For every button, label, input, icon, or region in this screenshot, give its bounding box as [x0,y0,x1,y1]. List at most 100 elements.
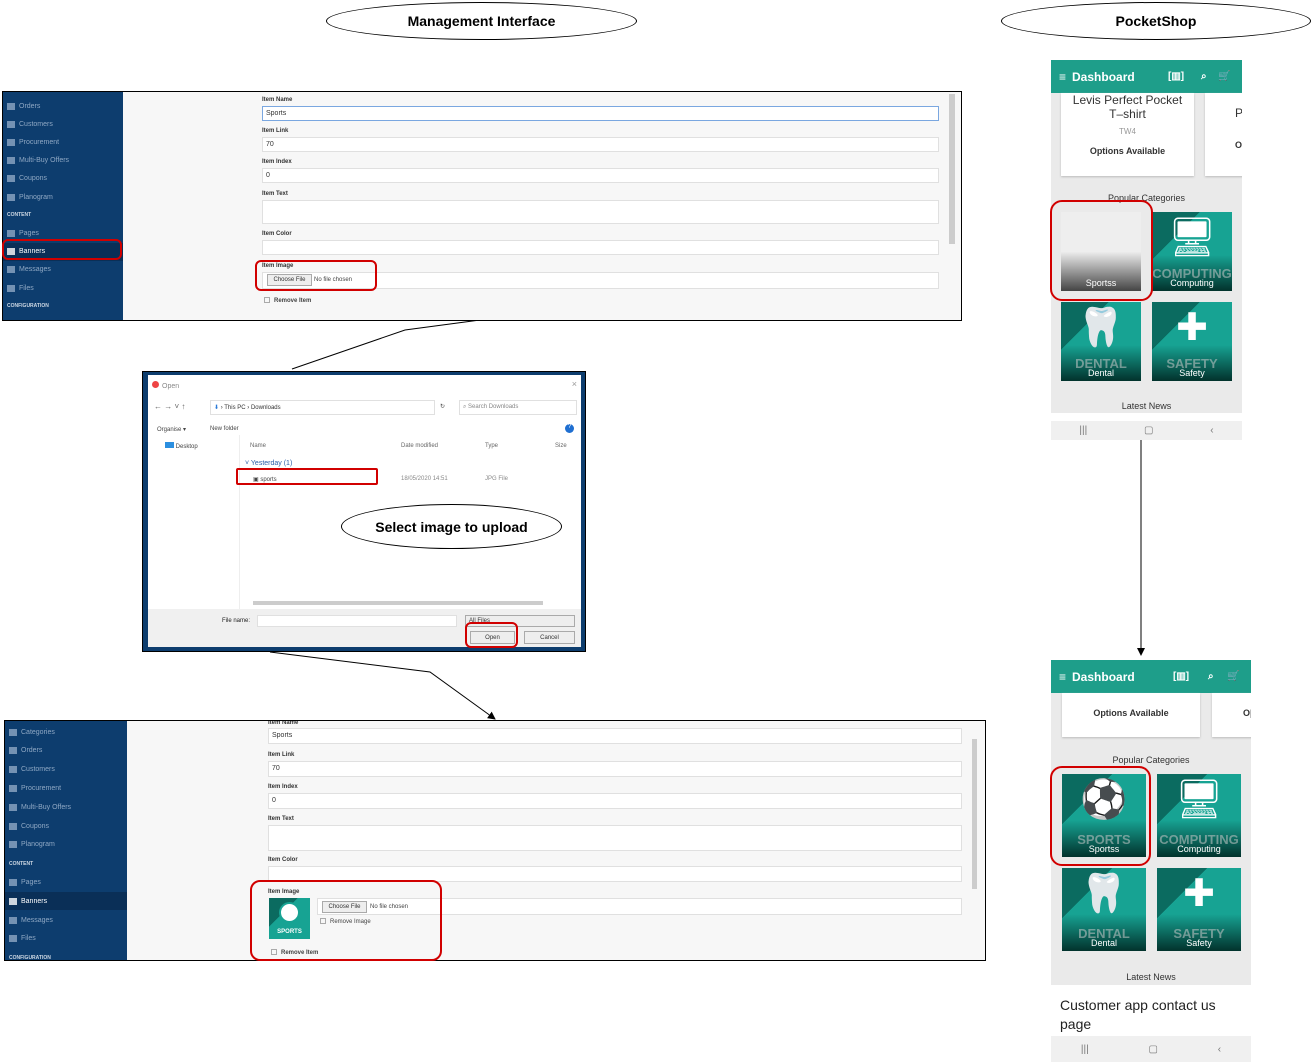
new-folder-button[interactable]: New folder [210,426,239,432]
home-button[interactable]: ▢ [1148,1043,1158,1055]
item-color-input[interactable] [268,866,962,882]
scrollbar[interactable] [972,739,977,889]
open-button[interactable]: Open [470,631,515,644]
tile-label: Computing [1170,278,1214,288]
tile-watermark-word: COMPUTING [1159,832,1239,847]
column-size[interactable]: Size [555,443,567,449]
sidebar-item-messages[interactable]: Messages [3,261,123,279]
scrollbar[interactable] [949,94,955,244]
sidebar-item-categories[interactable]: Categories [5,723,127,741]
tile-label: Dental [1090,938,1117,948]
cancel-button[interactable]: Cancel [524,631,575,644]
search-downloads[interactable]: ⌕ Search Downloads [459,400,577,415]
product-card-peek[interactable]: O| [1212,693,1251,737]
sidebar-item-label: Customers [21,766,55,774]
sidebar-item-planogram[interactable]: Planogram [3,188,123,206]
tile-shade [1152,345,1232,381]
sidebar-item-banners[interactable]: Banners [3,242,123,261]
sidebar-item-multi-buy-offers[interactable]: Multi-Buy Offers [3,152,123,170]
cart-icon[interactable]: 🛒 [1227,671,1240,682]
column-date-modified[interactable]: Date modified [401,443,439,449]
sidebar-item-pages[interactable]: Pages [5,873,127,891]
sidebar-item-customers[interactable]: Customers [5,761,127,779]
file-type-select[interactable]: All Files [465,615,575,627]
nav-arrows-icon[interactable]: ← → ˅ ↑ [154,402,186,411]
recent-apps-button[interactable]: ||| [1080,1043,1089,1055]
sidebar-item-coupons[interactable]: Coupons [5,817,127,835]
item-link-input[interactable]: 70 [262,137,939,152]
sidebar-item-files[interactable]: Files [5,930,127,948]
no-file-text: No file chosen [370,904,409,910]
barcode-scan-icon[interactable]: [▥] [1173,671,1190,682]
sidebar-item-banners[interactable]: Banners [5,892,127,911]
sidebar-item-customers[interactable]: Customers [3,115,123,133]
search-icon[interactable]: ⌕ [1201,71,1207,82]
horizontal-scrollbar[interactable] [253,601,543,605]
recent-apps-button[interactable]: ||| [1079,425,1088,436]
back-button[interactable]: ‹ [1210,425,1214,436]
tile-watermark-word: SAFETY [1173,926,1225,941]
close-icon[interactable]: × [571,379,577,389]
file-name-input[interactable] [257,615,457,627]
refresh-icon[interactable]: ↻ [440,404,446,410]
product-card-peek[interactable]: P O| [1205,93,1242,176]
item-index-input[interactable]: 0 [268,793,962,809]
item-text-input[interactable] [262,200,939,224]
breadcrumb-this-pc[interactable]: This PC [224,405,246,411]
sidebar-item-orders[interactable]: Orders [3,97,123,115]
item-index-input[interactable]: 0 [262,168,939,183]
sidebar-item-procurement[interactable]: Procurement [3,133,123,151]
sidebar-item-messages[interactable]: Messages [5,911,127,929]
breadcrumb-downloads[interactable]: Downloads [250,405,281,411]
home-button[interactable]: ▢ [1143,425,1154,436]
remove-image-checkbox[interactable] [320,918,326,924]
column-name[interactable]: Name [250,443,267,449]
remove-item-checkbox[interactable] [264,297,270,303]
choose-file-button[interactable]: Choose File [322,901,367,913]
sidebar-item-orders[interactable]: Orders [5,742,127,760]
column-type[interactable]: Type [485,443,499,449]
remove-item-checkbox[interactable] [271,949,277,955]
nav-desktop[interactable]: Desktop [165,442,198,450]
help-icon[interactable]: ? [565,424,574,433]
product-card[interactable]: Levis Perfect Pocket T–shirt TW4 Options… [1061,93,1194,176]
sidebar-item-label: Banners [19,248,46,256]
choose-file-button[interactable]: Choose File [267,274,312,286]
sidebar-item-pages[interactable]: Pages [3,224,123,242]
organise-button[interactable]: Organise ▾ [157,427,187,433]
sidebar-item-planogram[interactable]: Planogram [5,836,127,854]
item-color-input[interactable] [262,240,939,255]
search-icon[interactable]: ⌕ [1208,671,1214,682]
sidebar-item-label: Multi-Buy Offers [19,157,70,165]
address-bar[interactable]: ⬇ › This PC › Downloads [210,400,435,415]
item-text-input[interactable] [268,825,962,851]
sidebar-item-multi-buy-offers[interactable]: Multi-Buy Offers [5,798,127,816]
product-card[interactable]: Options Available [1062,693,1200,737]
file-icon: ▣ [253,477,259,483]
group-yesterday[interactable]: ˅ Yesterday (1) [245,460,293,467]
item-name-input[interactable]: Sports [262,106,939,121]
back-button[interactable]: ‹ [1217,1043,1222,1055]
menu-icon[interactable]: ≡ [1059,669,1067,684]
sidebar-item-coupons[interactable]: Coupons [3,170,123,188]
sidebar-item-files[interactable]: Files [3,279,123,297]
cart-icon[interactable]: 🛒 [1218,71,1231,82]
item-name-input[interactable]: Sports [268,728,962,744]
menu-icon[interactable]: ≡ [1059,69,1067,84]
item-link-input[interactable]: 70 [268,761,962,777]
file-row-sports[interactable]: ▣ sports [253,476,277,483]
header-title: Dashboard [1072,669,1135,684]
category-tile-sportss[interactable]: Sportss [1061,212,1141,291]
sidebar-item-label: CONFIGURATION [9,954,51,961]
tile-shade [1061,345,1141,381]
highlight-sports-tile-updated [1050,766,1151,866]
barcode-scan-icon[interactable]: [▥] [1168,71,1185,82]
sidebar-item-procurement[interactable]: Procurement [5,779,127,797]
